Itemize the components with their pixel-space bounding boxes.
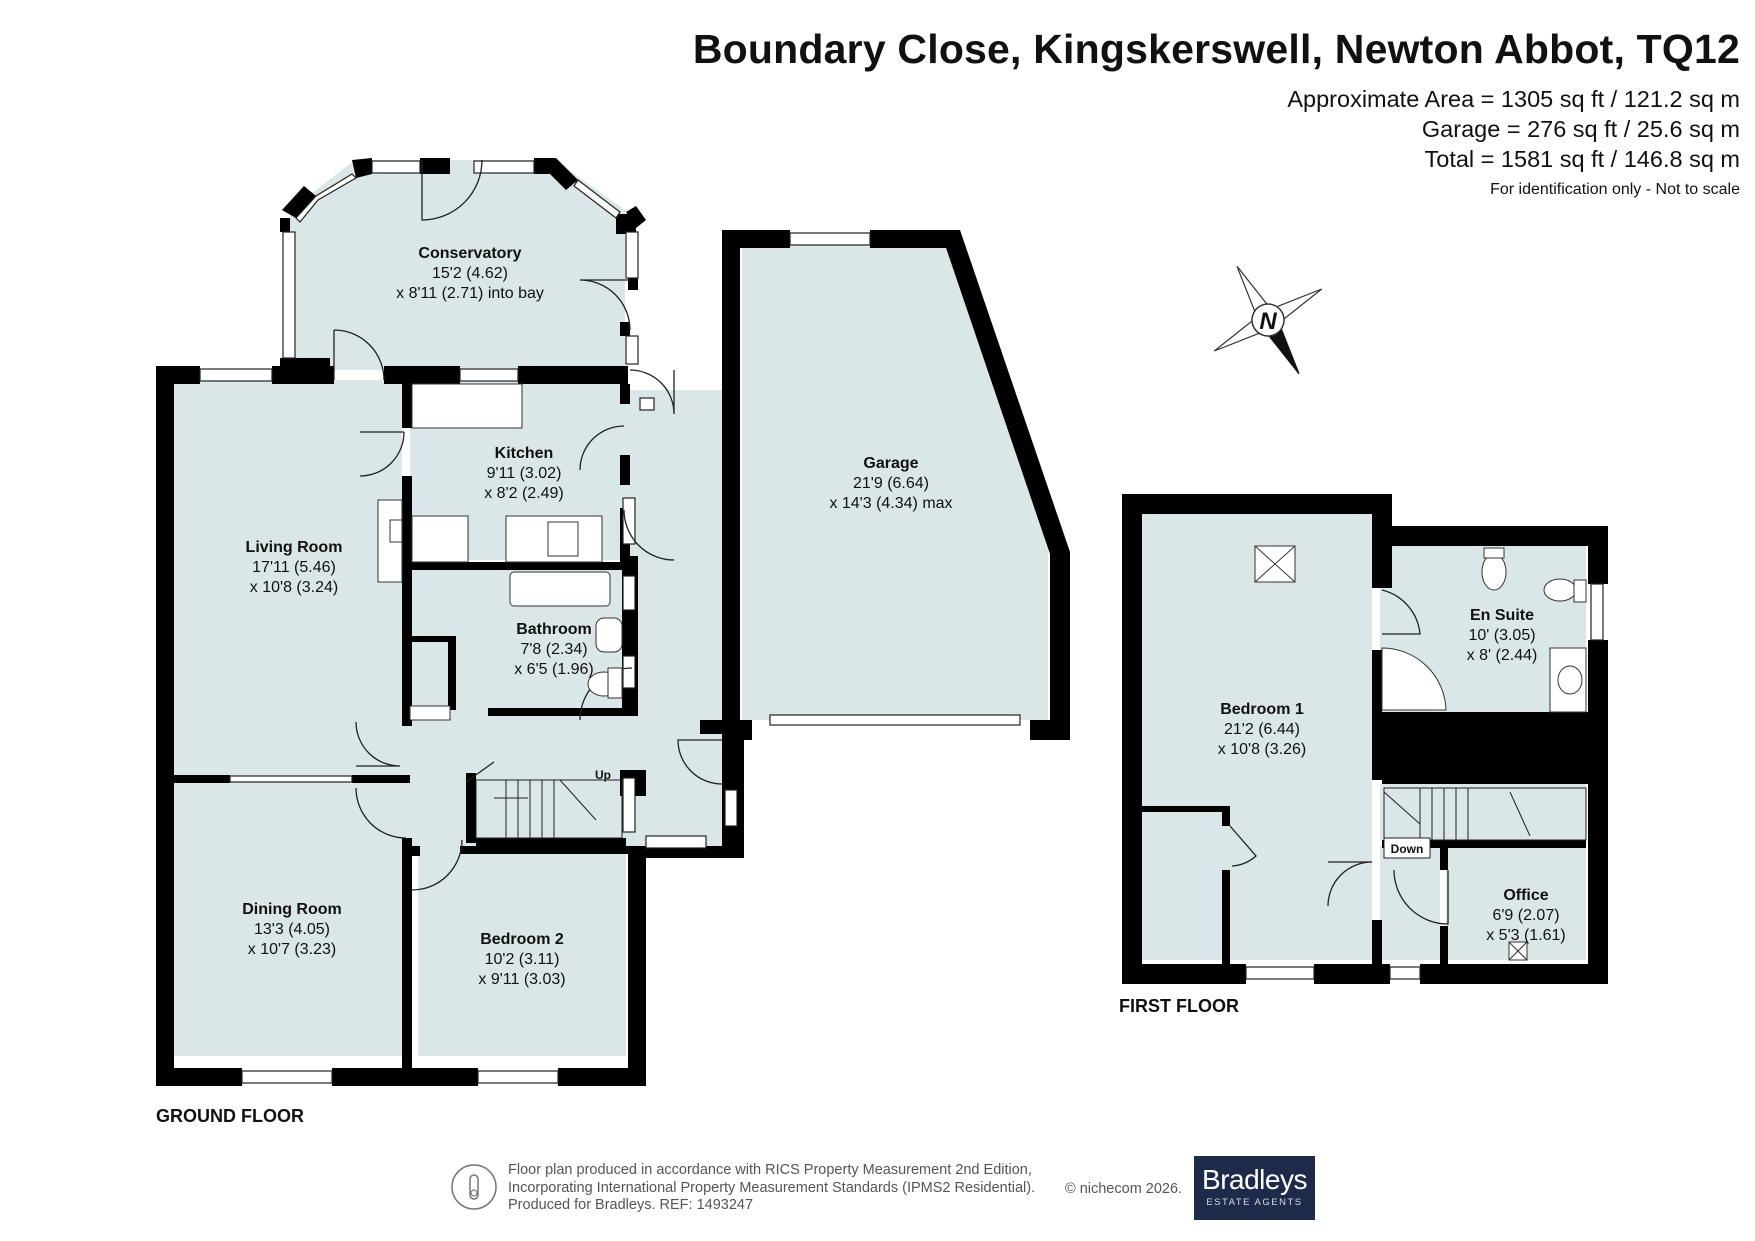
room-label-bedroom-1: Bedroom 1 21'2 (6.44) x 10'8 (3.26)	[1218, 701, 1306, 758]
footer-line: Floor plan produced in accordance with R…	[508, 1162, 1032, 1178]
room-dimension: 17'11 (5.46)	[252, 559, 336, 576]
first-floor-doors	[1229, 589, 1449, 925]
room-dimension: 7'8 (2.34)	[520, 641, 587, 658]
room-name: Bathroom	[516, 621, 592, 638]
room-name: Conservatory	[418, 245, 521, 262]
room-dimension: x 14'3 (4.34) max	[829, 495, 952, 512]
room-name: Bedroom 1	[1220, 701, 1304, 718]
room-label-conservatory: Conservatory 15'2 (4.62) x 8'11 (2.71) i…	[396, 245, 544, 302]
first-floor-stairs	[1383, 787, 1587, 859]
room-label-dining-room: Dining Room 13'3 (4.05) x 10'7 (3.23)	[242, 901, 342, 958]
room-dimension: x 8'2 (2.49)	[484, 485, 564, 502]
footer-line: Incorporating International Property Mea…	[508, 1179, 1036, 1196]
approximate-area: Approximate Area = 1305 sq ft / 121.2 sq…	[1287, 86, 1740, 112]
room-name: Office	[1503, 887, 1548, 904]
room-dimension: 10'2 (3.11)	[485, 951, 560, 968]
room-name: En Suite	[1470, 607, 1534, 624]
room-dimension: x 5'3 (1.61)	[1486, 927, 1566, 944]
room-name: Living Room	[246, 539, 343, 556]
room-dimension: x 9'11 (3.03)	[478, 971, 565, 988]
footer-notes: Floor plan produced in accordance with R…	[508, 1162, 1035, 1215]
room-dimension: 15'2 (4.62)	[432, 265, 508, 282]
room-name: Bedroom 2	[480, 931, 564, 948]
room-dimension: x 8' (2.44)	[1467, 647, 1538, 664]
room-dimension: 21'9 (6.64)	[853, 475, 929, 492]
room-label-en-suite: En Suite 10' (3.05) x 8' (2.44)	[1467, 607, 1538, 664]
first-floor-label: FIRST FLOOR	[1119, 996, 1239, 1016]
room-dimension: x 10'8 (3.24)	[250, 579, 338, 596]
brand-name: Bradleys	[1202, 1164, 1307, 1195]
ground-floor-plan	[156, 158, 1070, 1086]
room-dimension: 21'2 (6.44)	[1224, 721, 1300, 738]
ground-floor-fixtures	[377, 383, 623, 721]
room-dimension: 6'9 (2.07)	[1492, 907, 1559, 924]
first-floor-walls	[1122, 494, 1608, 984]
bradleys-logo: Bradleys ESTATE AGENTS	[1194, 1156, 1315, 1220]
first-floor-fixtures	[1254, 545, 1587, 961]
room-dimension: x 10'7 (3.23)	[248, 941, 336, 958]
page-title: Boundary Close, Kingskerswell, Newton Ab…	[692, 26, 1740, 72]
ground-floor-doors	[333, 159, 723, 891]
room-name: Kitchen	[495, 445, 554, 462]
rics-logo-icon	[451, 1164, 497, 1210]
room-label-bathroom: Bathroom 7'8 (2.34) x 6'5 (1.96)	[514, 621, 594, 678]
room-dimension: 13'3 (4.05)	[254, 921, 330, 938]
brand-subtitle: ESTATE AGENTS	[1206, 1197, 1303, 1208]
room-label-living-room: Living Room 17'11 (5.46) x 10'8 (3.24)	[246, 539, 343, 596]
room-dimension: 9'11 (3.02)	[487, 465, 562, 482]
first-floor-plan	[1122, 494, 1608, 984]
garage-area: Garage = 276 sq ft / 25.6 sq m	[1421, 116, 1740, 142]
ground-floor-label: GROUND FLOOR	[156, 1106, 304, 1126]
stairs-up-label: Up	[595, 768, 611, 782]
room-dimension: x 10'8 (3.26)	[1218, 741, 1306, 758]
room-name: Dining Room	[242, 901, 342, 918]
room-label-bedroom-2: Bedroom 2 10'2 (3.11) x 9'11 (3.03)	[478, 931, 565, 988]
compass-letter: N	[1259, 308, 1277, 335]
room-dimension: x 8'11 (2.71) into bay	[396, 285, 544, 302]
room-label-office: Office 6'9 (2.07) x 5'3 (1.61)	[1486, 887, 1566, 944]
first-floor-windows	[1245, 583, 1604, 980]
copyright-notice: © nichecom 2026.	[1065, 1181, 1183, 1197]
room-name: Garage	[863, 455, 918, 472]
north-compass	[1213, 265, 1323, 375]
room-dimension: x 6'5 (1.96)	[514, 661, 594, 678]
total-area: Total = 1581 sq ft / 146.8 sq m	[1424, 146, 1740, 172]
stairs-down-label: Down	[1391, 842, 1424, 856]
disclaimer: For identification only - Not to scale	[1490, 181, 1740, 198]
room-label-garage: Garage 21'9 (6.64) x 14'3 (4.34) max	[829, 455, 952, 512]
footer-line: Produced for Bradleys. REF: 1493247	[508, 1197, 754, 1213]
ground-floor-windows	[199, 160, 1021, 1084]
area-summary: Approximate Area = 1305 sq ft / 121.2 sq…	[1287, 84, 1740, 174]
room-dimension: 10' (3.05)	[1468, 627, 1535, 644]
room-label-kitchen: Kitchen 9'11 (3.02) x 8'2 (2.49)	[484, 445, 564, 502]
ground-floor-stairs	[475, 779, 623, 839]
